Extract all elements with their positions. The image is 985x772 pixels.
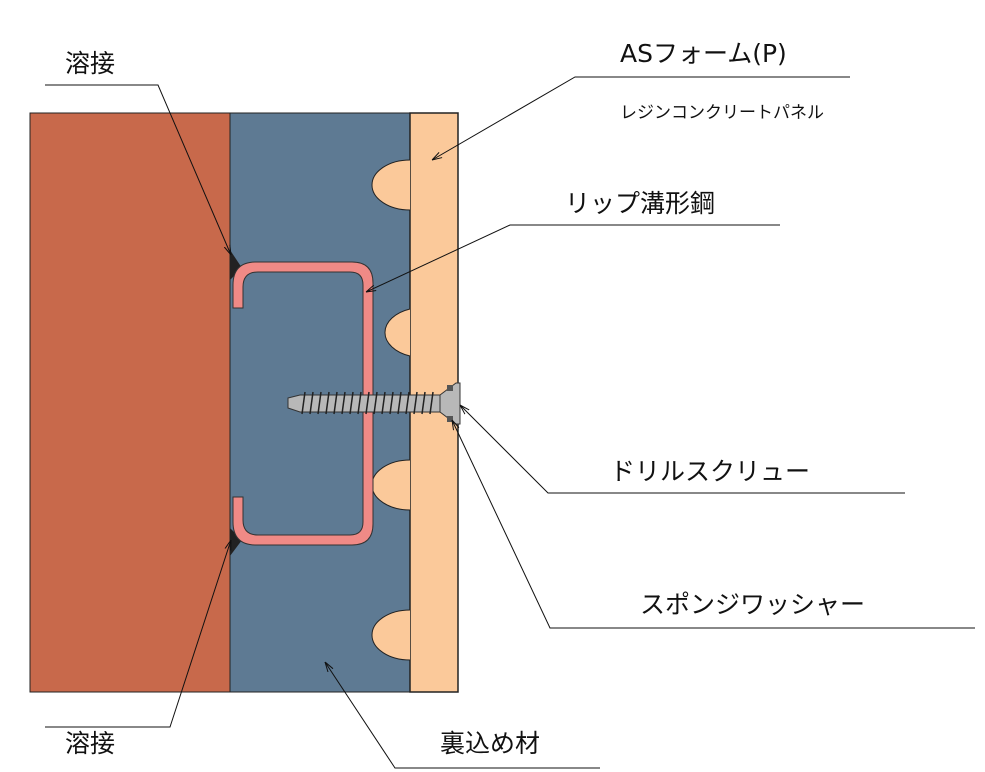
label-weld-top: 溶接	[65, 49, 115, 78]
weld-marks	[230, 250, 242, 556]
leader-lines	[45, 76, 975, 769]
lip-channel-steel	[232, 261, 374, 546]
sponge-washer	[447, 385, 453, 391]
label-backfill: 裏込め材	[440, 729, 540, 758]
panel-bumps	[371, 159, 411, 661]
drill-screw	[287, 382, 461, 425]
label-weld-bottom: 溶接	[65, 729, 115, 758]
label-sponge-washer: スポンジワッシャー	[640, 590, 865, 619]
label-lip-channel: リップ溝形鋼	[565, 189, 715, 218]
label-resin-panel: レジンコンクリートパネル	[620, 103, 824, 123]
label-drill-screw: ドリルスクリュー	[610, 457, 810, 486]
steel-structure	[29, 112, 231, 693]
label-as-foam: ASフォーム(P)	[620, 39, 787, 68]
